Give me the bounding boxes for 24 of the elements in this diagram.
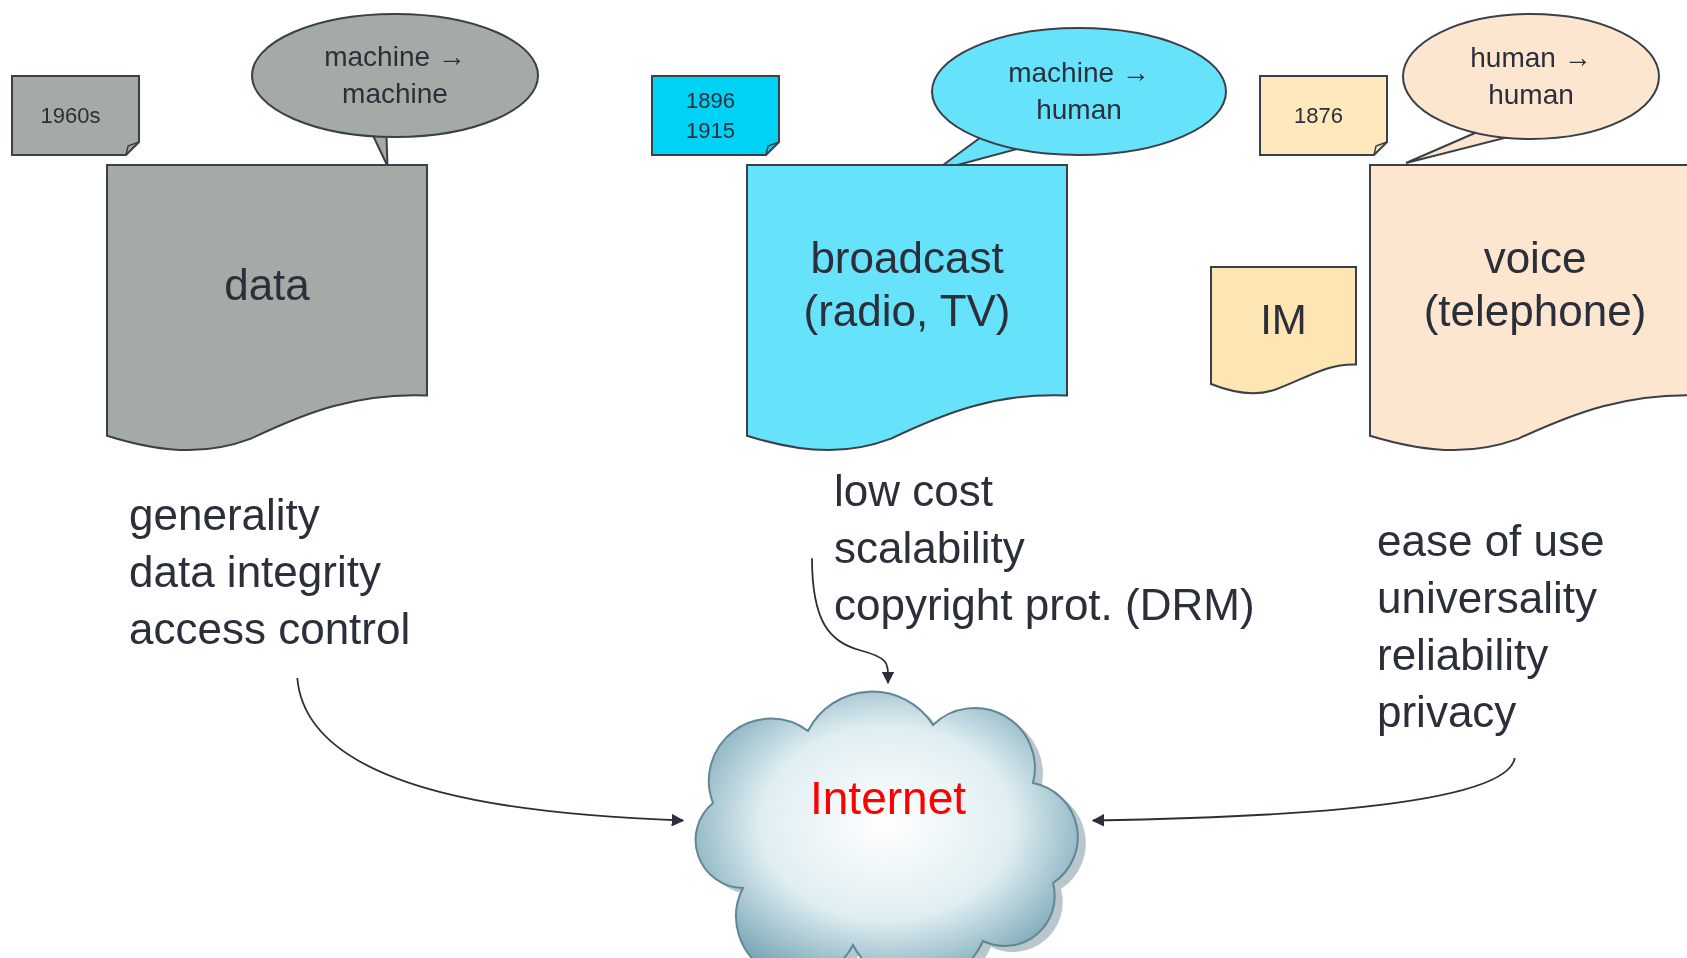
arrow [811, 557, 895, 685]
bubble-text: machine → machine [323, 40, 467, 111]
year-label: 1876 [1293, 101, 1344, 130]
arrow [1091, 757, 1516, 827]
feature-text: reliability [1377, 629, 1550, 681]
year-label: 1896 1915 [685, 86, 736, 145]
feature-text: low cost [834, 465, 994, 517]
feature-text: universality [1377, 572, 1599, 624]
bubble-text: machine → human [1007, 56, 1151, 127]
document-title: data [223, 258, 311, 311]
feature-text: ease of use [1377, 515, 1606, 567]
feature-text: privacy [1377, 686, 1518, 738]
feature-text: scalability [834, 522, 1026, 574]
document-title: voice (telephone) [1422, 232, 1648, 337]
feature-text: data integrity [129, 546, 382, 598]
feature-text: copyright prot. (DRM) [834, 579, 1256, 631]
document-title: broadcast (radio, TV) [802, 232, 1012, 337]
year-label: 1960s [39, 101, 102, 130]
feature-text: generality [129, 489, 321, 541]
document-title: IM [1259, 294, 1308, 345]
cloud-label: Internet [809, 771, 967, 825]
feature-text: access control [129, 603, 412, 655]
arrow [296, 677, 685, 827]
bubble-text: human → human [1469, 41, 1593, 112]
